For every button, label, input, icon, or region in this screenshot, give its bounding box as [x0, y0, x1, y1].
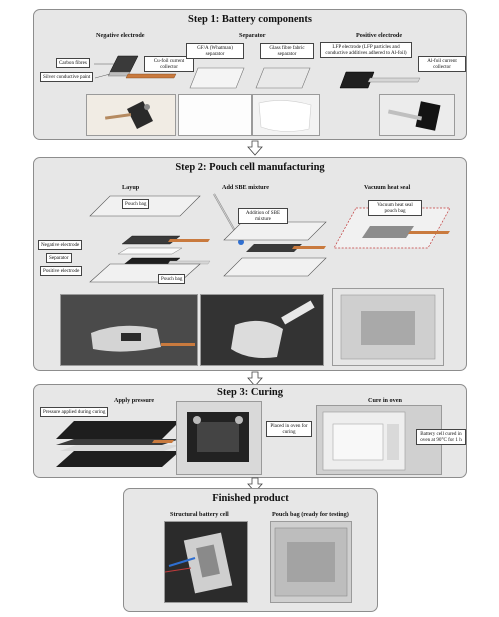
silver-paint-label: Silver conductive paint — [40, 72, 94, 82]
separator-diagram — [189, 67, 311, 89]
sbe-photo-drawing — [201, 295, 323, 365]
layup-photo — [60, 294, 198, 366]
step3-title: Step 3: Curing — [217, 387, 283, 398]
seal-title: Vacuum heat seal — [364, 184, 411, 191]
glass-fibre-photo-drawing — [258, 100, 312, 132]
step3-panel: Step 3: Curing Apply pressure Pressure a… — [33, 384, 467, 478]
negative-electrode-photo-drawing — [104, 101, 153, 129]
structural-cell-title: Structural battery cell — [170, 511, 229, 518]
seal-diagram — [333, 207, 451, 249]
step4-panel: Finished product Structural battery cell… — [123, 488, 378, 612]
curing-clamp-photo-drawing — [187, 412, 249, 462]
seal-label: Vacuum heat seal pouch bag — [368, 200, 422, 216]
oven-photo-drawing — [322, 411, 406, 471]
pouch-bag-title: Pouch bag (ready for testing) — [272, 511, 349, 518]
step2-title: Step 2: Pouch cell manufacturing — [175, 162, 325, 173]
negative-electrode-diagram — [94, 55, 177, 79]
pressure-label: Pressure applied during curing — [40, 407, 109, 417]
negative-electrode-photo — [86, 94, 176, 136]
carbon-fibres-label: Carbon fibres — [56, 58, 90, 68]
negative-electrode-title: Negative electrode — [96, 32, 145, 39]
lfp-electrode-label: LFP electrode (LFP particles and conduct… — [320, 42, 412, 58]
glass-fibre-label: Glass fibre fabric separator — [260, 43, 314, 59]
down-arrow-icon — [247, 140, 263, 156]
layup-pouch-top-label: Pouch bag — [122, 199, 150, 209]
pressure-diagram — [56, 421, 180, 467]
layup-negative-label: Negative electrode — [38, 240, 83, 250]
pressure-title: Apply pressure — [114, 397, 155, 404]
step1-panel: Step 1: Battery components Negative elec… — [33, 9, 467, 140]
sbe-photo — [200, 294, 324, 366]
positive-electrode-photo-drawing — [387, 101, 441, 131]
step2-panel: Step 2: Pouch cell manufacturing Layup P… — [33, 157, 467, 371]
sbe-addition-label: Addition of SBE mixture — [238, 208, 288, 224]
seal-photo-drawing — [340, 294, 436, 360]
glass-fibre-photo — [252, 94, 320, 136]
step4-title: Finished product — [212, 493, 289, 504]
layup-separator-label: Separator — [46, 253, 72, 263]
pouch-bag-photo-drawing — [274, 527, 348, 597]
placed-in-oven-label: Placed in oven for curing — [266, 421, 312, 437]
sbe-diagram — [213, 193, 327, 277]
structural-cell-photo-drawing — [165, 522, 247, 602]
al-foil-label: Al-foil current collector — [418, 56, 466, 72]
positive-electrode-diagram — [339, 71, 421, 89]
layup-photo-drawing — [61, 295, 197, 365]
step1-title: Step 1: Battery components — [188, 14, 312, 25]
separator-title: Separator — [239, 32, 266, 39]
layup-diagram — [89, 195, 211, 283]
gfa-separator-photo — [178, 94, 252, 136]
sbe-title: Add SBE mixture — [222, 184, 269, 191]
layup-positive-label: Positive electrode — [40, 266, 83, 276]
pouch-bag-photo — [270, 521, 352, 603]
structural-cell-photo — [164, 521, 248, 603]
gfa-separator-label: GF/A (Whatman) separator — [186, 43, 244, 59]
positive-electrode-title: Positive electrode — [356, 32, 403, 39]
down-arrow-icon — [247, 371, 263, 387]
positive-electrode-photo — [379, 94, 455, 136]
layup-title: Layup — [122, 184, 140, 191]
oven-title: Cure in oven — [368, 397, 402, 404]
cu-foil-label: Cu-foil current collector — [144, 56, 194, 72]
layup-pouch-bottom-label: Pouch bag — [158, 274, 186, 284]
curing-clamp-photo — [176, 401, 262, 475]
seal-photo — [332, 288, 444, 366]
oven-label: Battery cell cured in oven at 90°C for 1… — [416, 429, 466, 445]
